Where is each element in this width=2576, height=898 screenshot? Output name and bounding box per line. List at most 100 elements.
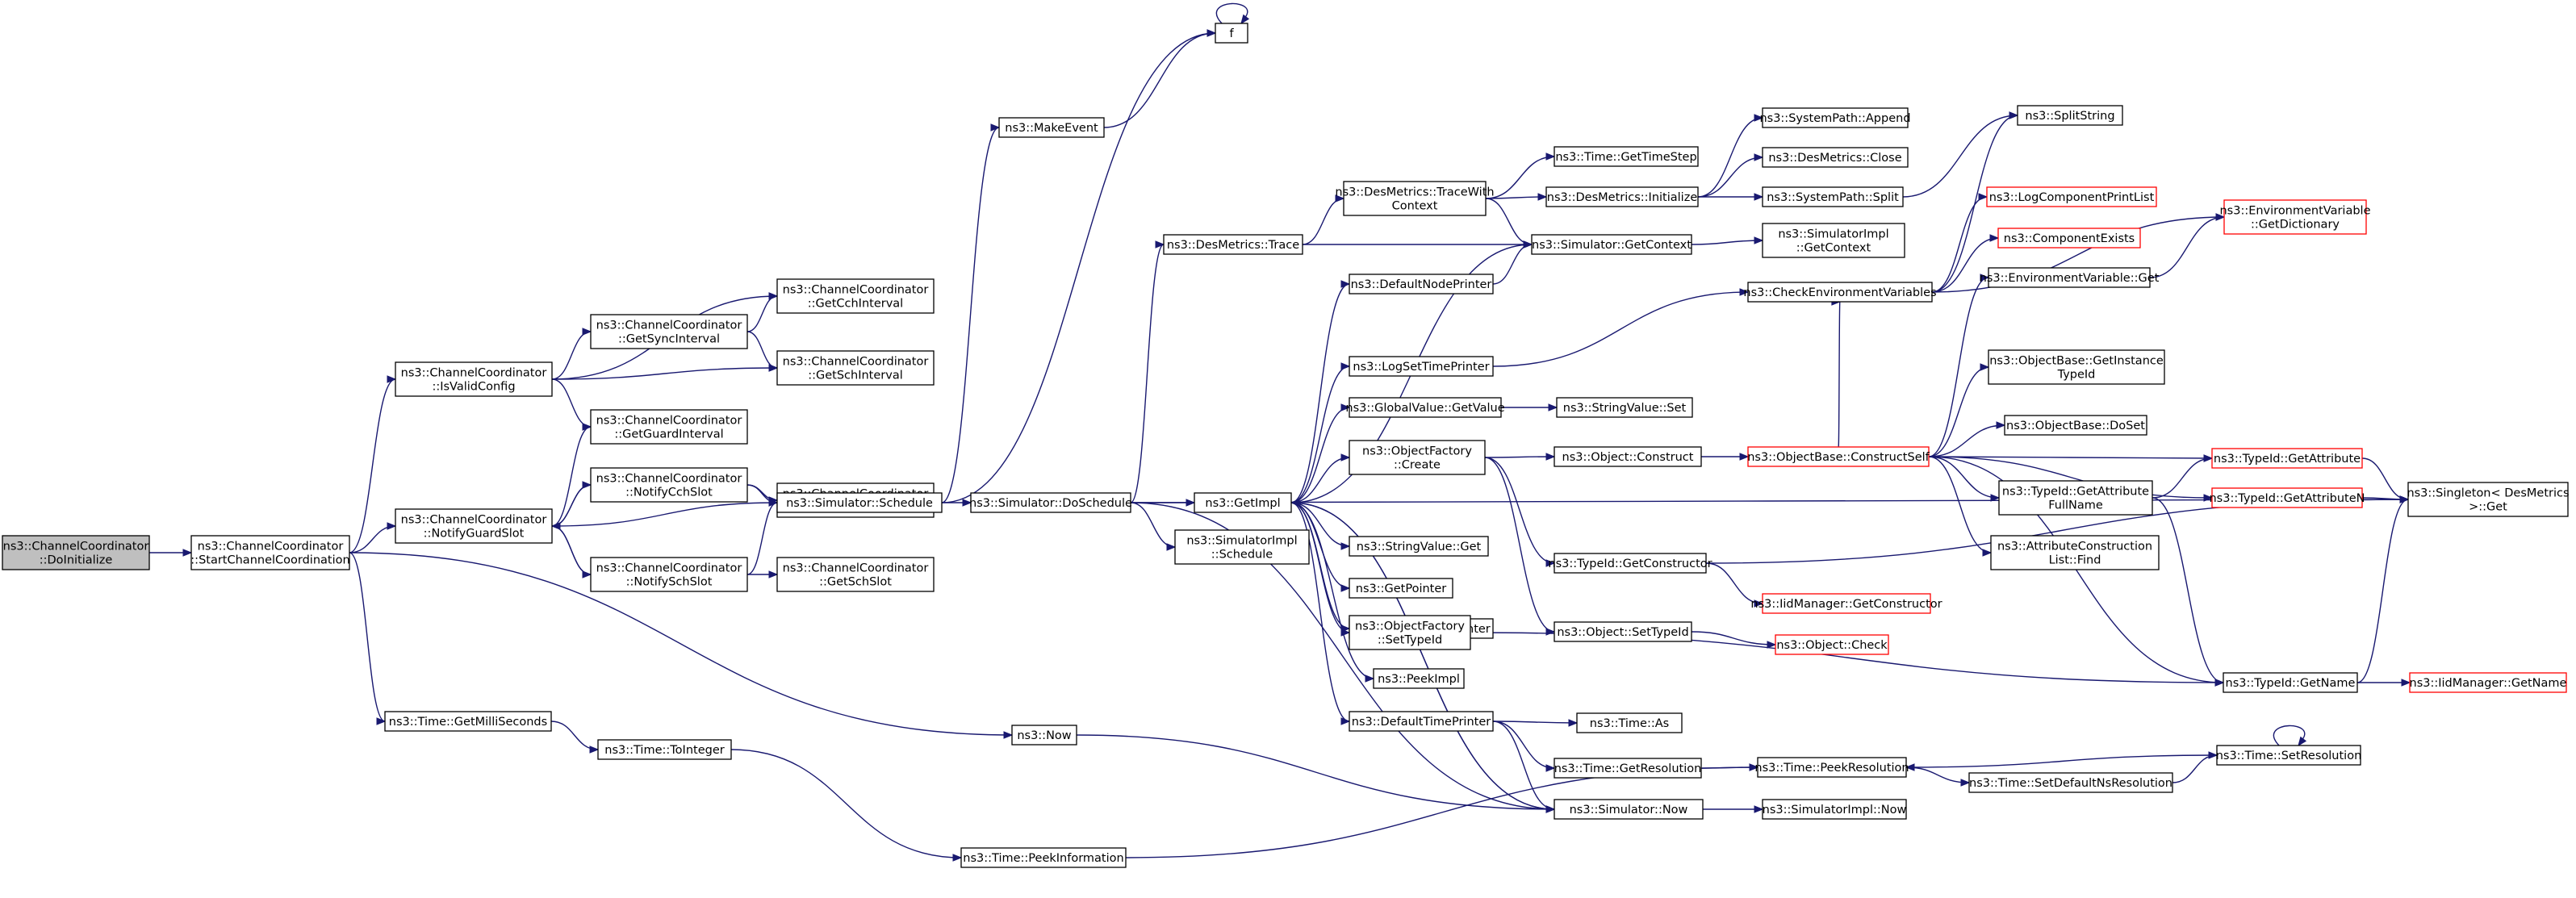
graph-node[interactable]: ns3::IidManager::GetConstructor xyxy=(1750,593,1942,614)
graph-node[interactable]: ns3::Singleton< DesMetrics>::Get xyxy=(2407,482,2570,517)
graph-edge xyxy=(747,570,779,578)
graph-node[interactable]: ns3::TypeId::GetConstructor xyxy=(1548,553,1712,574)
graph-node[interactable]: ns3::SimulatorImpl::Now xyxy=(1762,799,1907,820)
graph-node[interactable]: ns3::PeekImpl xyxy=(1373,668,1465,689)
graph-edge xyxy=(1130,502,1177,551)
graph-node[interactable]: ns3::ChannelCoordinator::NotifySchSlot xyxy=(590,557,748,592)
graph-node[interactable]: ns3::CheckEnvironmentVariables xyxy=(1743,282,1937,303)
graph-node-label: ns3::TypeId::GetAttributeN xyxy=(2209,492,2365,505)
graph-node[interactable]: ns3::Simulator::GetContext xyxy=(1531,234,1692,255)
graph-node[interactable]: ns3::TypeId::GetAttributeN xyxy=(2209,487,2365,508)
graph-node-box xyxy=(1554,553,1707,574)
graph-edge-arrowhead xyxy=(1340,403,1351,411)
graph-edge xyxy=(148,549,193,557)
graph-node[interactable]: ns3::DefaultTimePrinter xyxy=(1349,711,1494,732)
graph-node[interactable]: ns3::DefaultNodePrinter xyxy=(1349,274,1494,294)
graph-edge xyxy=(1928,274,1990,457)
graph-edge-line xyxy=(1290,457,1350,503)
graph-node[interactable]: ns3::ChannelCoordinator::NotifyGuardSlot xyxy=(395,508,553,544)
graph-node[interactable]: ns3::StringValue::Set xyxy=(1556,397,1693,418)
graph-edge xyxy=(746,499,779,575)
graph-edge-arrowhead xyxy=(768,499,779,507)
graph-node[interactable]: ns3::Object::SetTypeId xyxy=(1554,621,1692,642)
graph-node[interactable]: ns3::ChannelCoordinator::DoInitialize xyxy=(2,535,150,570)
graph-node[interactable]: ns3::ChannelCoordinator::GetSchInterval xyxy=(776,350,935,386)
graph-node-label: ns3::MakeEvent xyxy=(1005,122,1098,135)
graph-edge-line xyxy=(941,127,1000,503)
graph-node[interactable]: ns3::Time::GetTimeStep xyxy=(1554,146,1699,167)
graph-node[interactable]: ns3::LogComponentPrintList xyxy=(1986,186,2157,207)
graph-node[interactable]: ns3::IidManager::GetName xyxy=(2409,672,2567,693)
graph-node[interactable]: ns3::GetImpl xyxy=(1194,492,1292,513)
graph-edge-arrowhead xyxy=(582,423,592,431)
graph-node[interactable]: ns3::Object::Construct xyxy=(1554,446,1702,467)
graph-edge xyxy=(349,552,1014,739)
graph-node[interactable]: ns3::Time::SetDefaultNsResolution xyxy=(1968,772,2173,793)
graph-node[interactable]: ns3::ObjectBase::ConstructSelf xyxy=(1747,446,1930,467)
graph-node-box xyxy=(1747,282,1933,303)
graph-edge xyxy=(1928,363,1990,457)
graph-node[interactable]: ns3::ChannelCoordinator::NotifyCchSlot xyxy=(590,467,748,503)
graph-node[interactable]: ns3::Simulator::DoSchedule xyxy=(969,492,1132,513)
graph-node[interactable]: ns3::GetPointer xyxy=(1349,578,1453,599)
graph-node-box xyxy=(1990,535,2160,570)
graph-node[interactable]: ns3::Simulator::Schedule xyxy=(776,492,943,513)
graph-node[interactable]: ns3::Time::PeekResolution xyxy=(1754,757,1909,778)
graph-edge xyxy=(1492,719,1579,727)
graph-node[interactable]: ns3::GlobalValue::GetValue xyxy=(1345,397,1505,418)
graph-node[interactable]: ns3::TypeId::GetName xyxy=(2223,672,2358,693)
graph-node[interactable]: ns3::StringValue::Get xyxy=(1349,536,1489,557)
graph-node[interactable]: ns3::ObjectBase::DoSet xyxy=(2004,415,2147,436)
graph-node[interactable]: f xyxy=(1215,23,1248,44)
graph-node[interactable]: ns3::ChannelCoordinator::IsValidConfig xyxy=(395,361,553,397)
graph-node[interactable]: ns3::ChannelCoordinator::StartChannelCoo… xyxy=(190,535,350,570)
graph-node-label: ::DoInitialize xyxy=(40,554,113,567)
graph-edge-line xyxy=(2356,499,2409,683)
graph-node[interactable]: ns3::ChannelCoordinator::GetGuardInterva… xyxy=(590,409,748,445)
graph-node-label: ns3::TypeId::GetName xyxy=(2226,677,2356,690)
graph-node-label: ns3::TypeId::GetConstructor xyxy=(1548,558,1712,570)
graph-node[interactable]: ns3::SimulatorImpl::Schedule xyxy=(1174,529,1310,565)
graph-node[interactable]: ns3::Object::Check xyxy=(1775,634,1889,655)
graph-node-label: ns3::Time::PeekInformation xyxy=(963,852,1123,865)
graph-node[interactable]: ns3::SimulatorImpl::GetContext xyxy=(1762,223,1905,258)
graph-node[interactable]: ns3::ObjectFactory::Create xyxy=(1349,440,1486,475)
graph-node-box xyxy=(970,492,1131,513)
graph-node[interactable]: ns3::ChannelCoordinator::GetSchSlot xyxy=(776,557,935,592)
graph-edge-arrowhead xyxy=(1545,559,1556,567)
graph-node[interactable]: ns3::DesMetrics::Close xyxy=(1762,147,1909,168)
graph-node[interactable]: ns3::Simulator::Now xyxy=(1554,799,1704,820)
graph-node[interactable]: ns3::ChannelCoordinator::GetCchInterval xyxy=(776,278,935,314)
graph-node[interactable]: ns3::EnvironmentVariable::GetDictionary xyxy=(2219,199,2371,235)
graph-node-label: FullName xyxy=(2048,499,2103,512)
graph-edge-arrowhead xyxy=(2401,679,2411,687)
graph-node[interactable]: ns3::SplitString xyxy=(2017,105,2123,126)
graph-edge-line xyxy=(551,502,778,527)
graph-node[interactable]: ns3::TypeId::GetAttribute xyxy=(2211,448,2363,469)
graph-node[interactable]: ns3::DesMetrics::Trace xyxy=(1163,234,1303,255)
graph-node-box xyxy=(1215,23,1248,44)
graph-edge-arrowhead xyxy=(1240,14,1250,25)
graph-node[interactable]: ns3::SystemPath::Split xyxy=(1762,186,1904,207)
graph-node[interactable]: ns3::ChannelCoordinator::GetSyncInterval xyxy=(590,314,748,349)
graph-node[interactable]: ns3::Time::As xyxy=(1576,712,1683,733)
graph-node[interactable]: ns3::Time::SetResolution xyxy=(2216,745,2362,766)
graph-node[interactable]: ns3::Time::PeekInformation xyxy=(960,847,1127,868)
graph-node-box xyxy=(1968,772,2173,793)
graph-node[interactable]: ns3::EnvironmentVariable::Get xyxy=(1980,267,2160,288)
graph-edge xyxy=(1691,236,1764,245)
graph-node[interactable]: ns3::SystemPath::Append xyxy=(1759,107,1911,128)
graph-node[interactable]: ns3::DesMetrics::Initialize xyxy=(1545,186,1699,207)
graph-node[interactable]: ns3::MakeEvent xyxy=(998,117,1105,138)
graph-node[interactable]: ns3::Time::ToInteger xyxy=(597,739,732,760)
graph-node[interactable]: ns3::ComponentExists xyxy=(1997,228,2141,249)
graph-node[interactable]: ns3::Now xyxy=(1011,725,1077,746)
graph-node[interactable]: ns3::LogSetTimePrinter xyxy=(1349,356,1494,377)
graph-node[interactable]: ns3::ObjectFactory::SetTypeId xyxy=(1349,615,1471,650)
graph-node[interactable]: ns3::Time::GetMilliSeconds xyxy=(384,711,552,732)
graph-node[interactable]: ns3::Time::GetResolution xyxy=(1554,758,1702,779)
